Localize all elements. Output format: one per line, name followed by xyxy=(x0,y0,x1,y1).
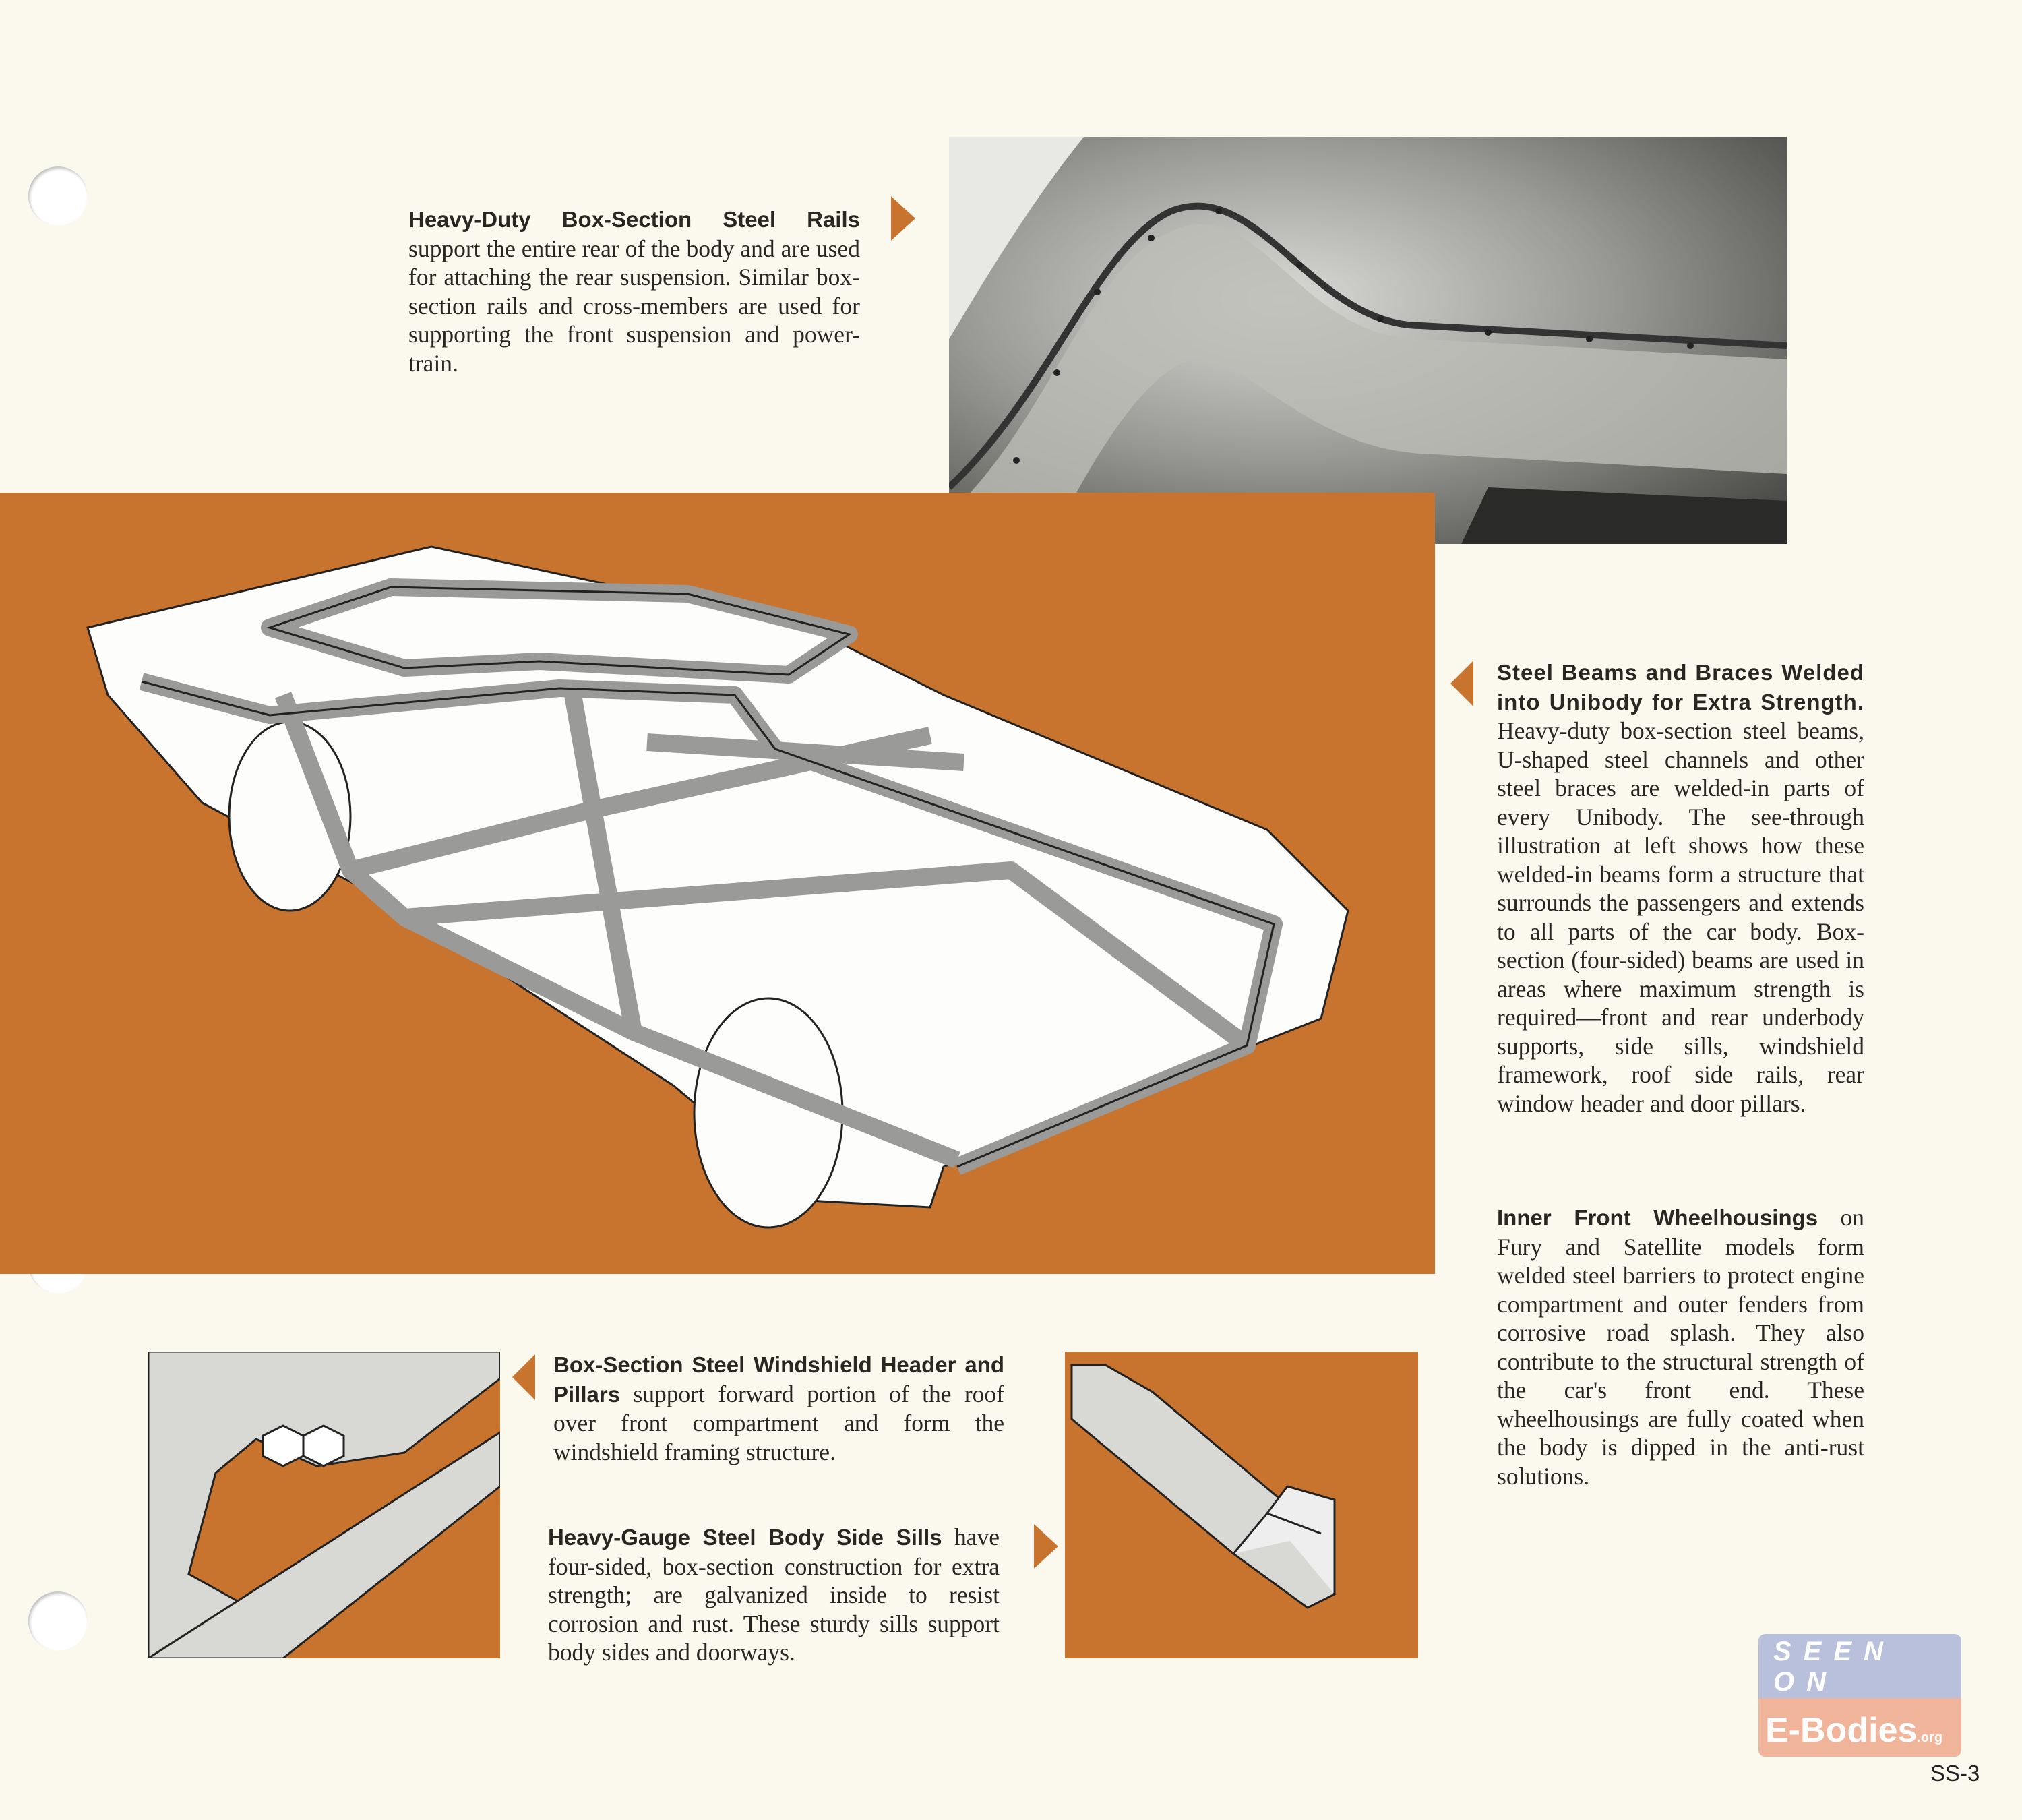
seen-on-ebodies-watermark: SEEN ON E-Bodies.org xyxy=(1758,1634,1961,1757)
beams-text: Steel Beams and Braces Welded into Unibo… xyxy=(1497,658,1864,1118)
watermark-bottom-text: E-Bodies xyxy=(1765,1711,1918,1750)
beams-heading: Steel Beams and Braces Welded into Unibo… xyxy=(1497,660,1864,715)
windshield-header-art xyxy=(148,1352,500,1658)
wheelhousings-heading: Inner Front Wheelhousings xyxy=(1497,1205,1818,1230)
unibody-illustration-panel xyxy=(0,493,1435,1274)
pointer-right-icon xyxy=(891,196,915,241)
watermark-top-text: SEEN ON xyxy=(1758,1634,1961,1698)
page-number: SS-3 xyxy=(1930,1761,1980,1786)
rear-rails-body: support the entire rear of the body and … xyxy=(408,235,860,377)
pointer-right-icon xyxy=(1034,1524,1058,1569)
wheelhousings-body: on Fury and Satellite models form welded… xyxy=(1497,1204,1864,1490)
unibody-car-illustration xyxy=(86,545,1349,1229)
wheelhousings-text: Inner Front Wheelhousings on Fury and Sa… xyxy=(1497,1203,1864,1490)
rear-rails-heading: Heavy-Duty Box-Section Steel Rails xyxy=(408,207,860,232)
windshield-body: support forward portion of the roof over… xyxy=(553,1380,1004,1465)
windshield-heading: Box-Section Steel Windshield Header and … xyxy=(553,1352,1004,1407)
watermark-suffix: .org xyxy=(1917,1730,1943,1745)
rear-rail-photo-art xyxy=(949,137,1787,544)
rear-rail-photo xyxy=(949,137,1787,544)
sills-body: have four-sided, box-section constructio… xyxy=(548,1523,1000,1666)
pointer-left-icon xyxy=(1450,661,1473,706)
beams-body: Heavy-duty box-section steel beams, U-sh… xyxy=(1497,717,1864,1117)
pointer-left-icon xyxy=(512,1354,535,1400)
binder-hole xyxy=(28,1591,88,1651)
rear-rails-text: Heavy-Duty Box-Section Steel Rails suppo… xyxy=(408,205,860,377)
sills-text: Heavy-Gauge Steel Body Side Sills have f… xyxy=(548,1523,1000,1667)
side-sill-illustration xyxy=(1065,1352,1418,1658)
binder-hole xyxy=(28,166,88,226)
windshield-header-illustration xyxy=(148,1352,500,1658)
side-sill-art xyxy=(1070,1364,1336,1609)
windshield-text: Box-Section Steel Windshield Header and … xyxy=(553,1350,1004,1466)
sills-heading: Heavy-Gauge Steel Body Side Sills xyxy=(548,1525,942,1550)
